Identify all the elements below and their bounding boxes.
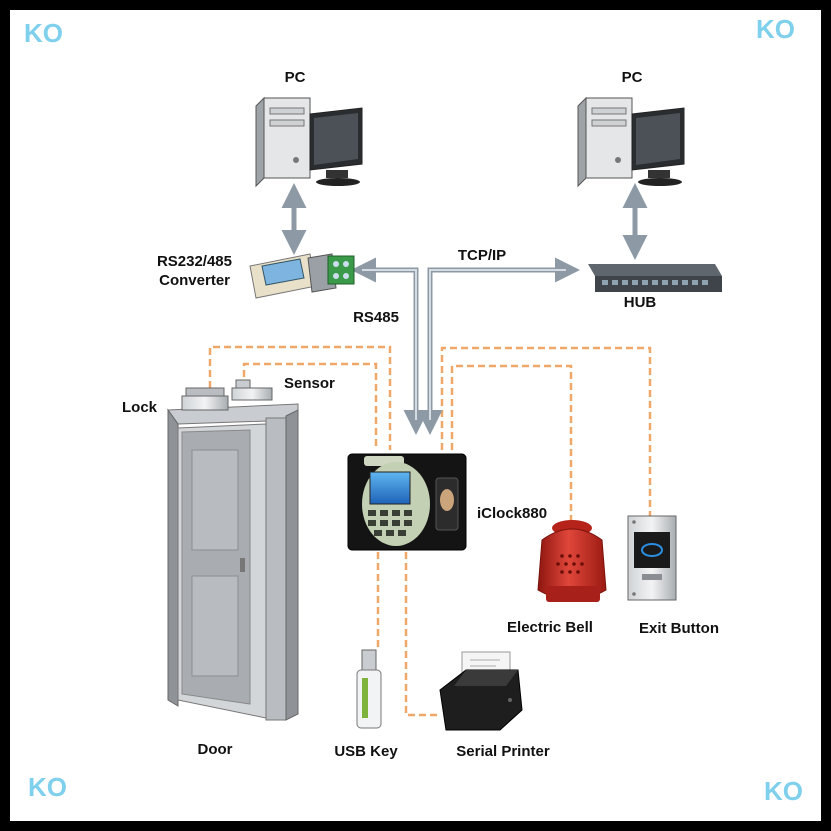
iclock-terminal-icon	[347, 453, 467, 551]
label-iclock880: iClock880	[477, 505, 547, 522]
watermark-bottom-left: KO	[28, 772, 67, 802]
monitor-icon	[309, 107, 363, 186]
electric-bell-icon	[537, 520, 607, 602]
hub-icon	[588, 264, 722, 292]
converter-icon	[249, 253, 355, 299]
pc-left	[255, 96, 363, 188]
label-door: Door	[198, 741, 233, 758]
label-hub: HUB	[624, 294, 657, 311]
label-serial-printer: Serial Printer	[456, 743, 550, 760]
label-tcpip: TCP/IP	[458, 247, 506, 264]
label-lock: Lock	[122, 399, 158, 416]
access-control-diagram: KO KO KO KO PC	[24, 14, 803, 806]
label-usb-key: USB Key	[334, 743, 398, 760]
label-pc-left: PC	[285, 69, 306, 86]
serial-printer-icon	[439, 651, 523, 731]
label-rs485: RS485	[353, 309, 399, 326]
label-electric-bell: Electric Bell	[507, 619, 593, 636]
watermark-top-left: KO	[24, 18, 63, 48]
wire-serial-printer	[404, 552, 440, 717]
label-exit-button: Exit Button	[639, 620, 719, 637]
label-converter-line2: Converter	[159, 272, 230, 289]
pc-right	[577, 96, 685, 188]
label-sensor: Sensor	[284, 375, 335, 392]
monitor-icon	[631, 107, 685, 186]
door-icon	[167, 403, 299, 721]
label-converter-line1: RS232/485	[157, 253, 232, 270]
label-pc-right: PC	[622, 69, 643, 86]
bus-rs485	[351, 257, 429, 435]
exit-button-icon	[627, 515, 677, 601]
lock-icon	[181, 387, 229, 411]
wire-electric-bell	[450, 364, 573, 522]
watermark-bottom-right: KO	[764, 776, 803, 806]
diagram-canvas: KO KO KO KO PC	[10, 10, 821, 821]
pc-tower-icon	[255, 96, 311, 188]
watermark-top-right: KO	[756, 14, 795, 44]
sensor-icon	[231, 379, 273, 401]
bus-tcpip	[417, 257, 580, 435]
usb-key-icon	[356, 649, 382, 729]
pc-tower-icon	[577, 96, 633, 188]
wire-exit-button	[440, 346, 652, 520]
